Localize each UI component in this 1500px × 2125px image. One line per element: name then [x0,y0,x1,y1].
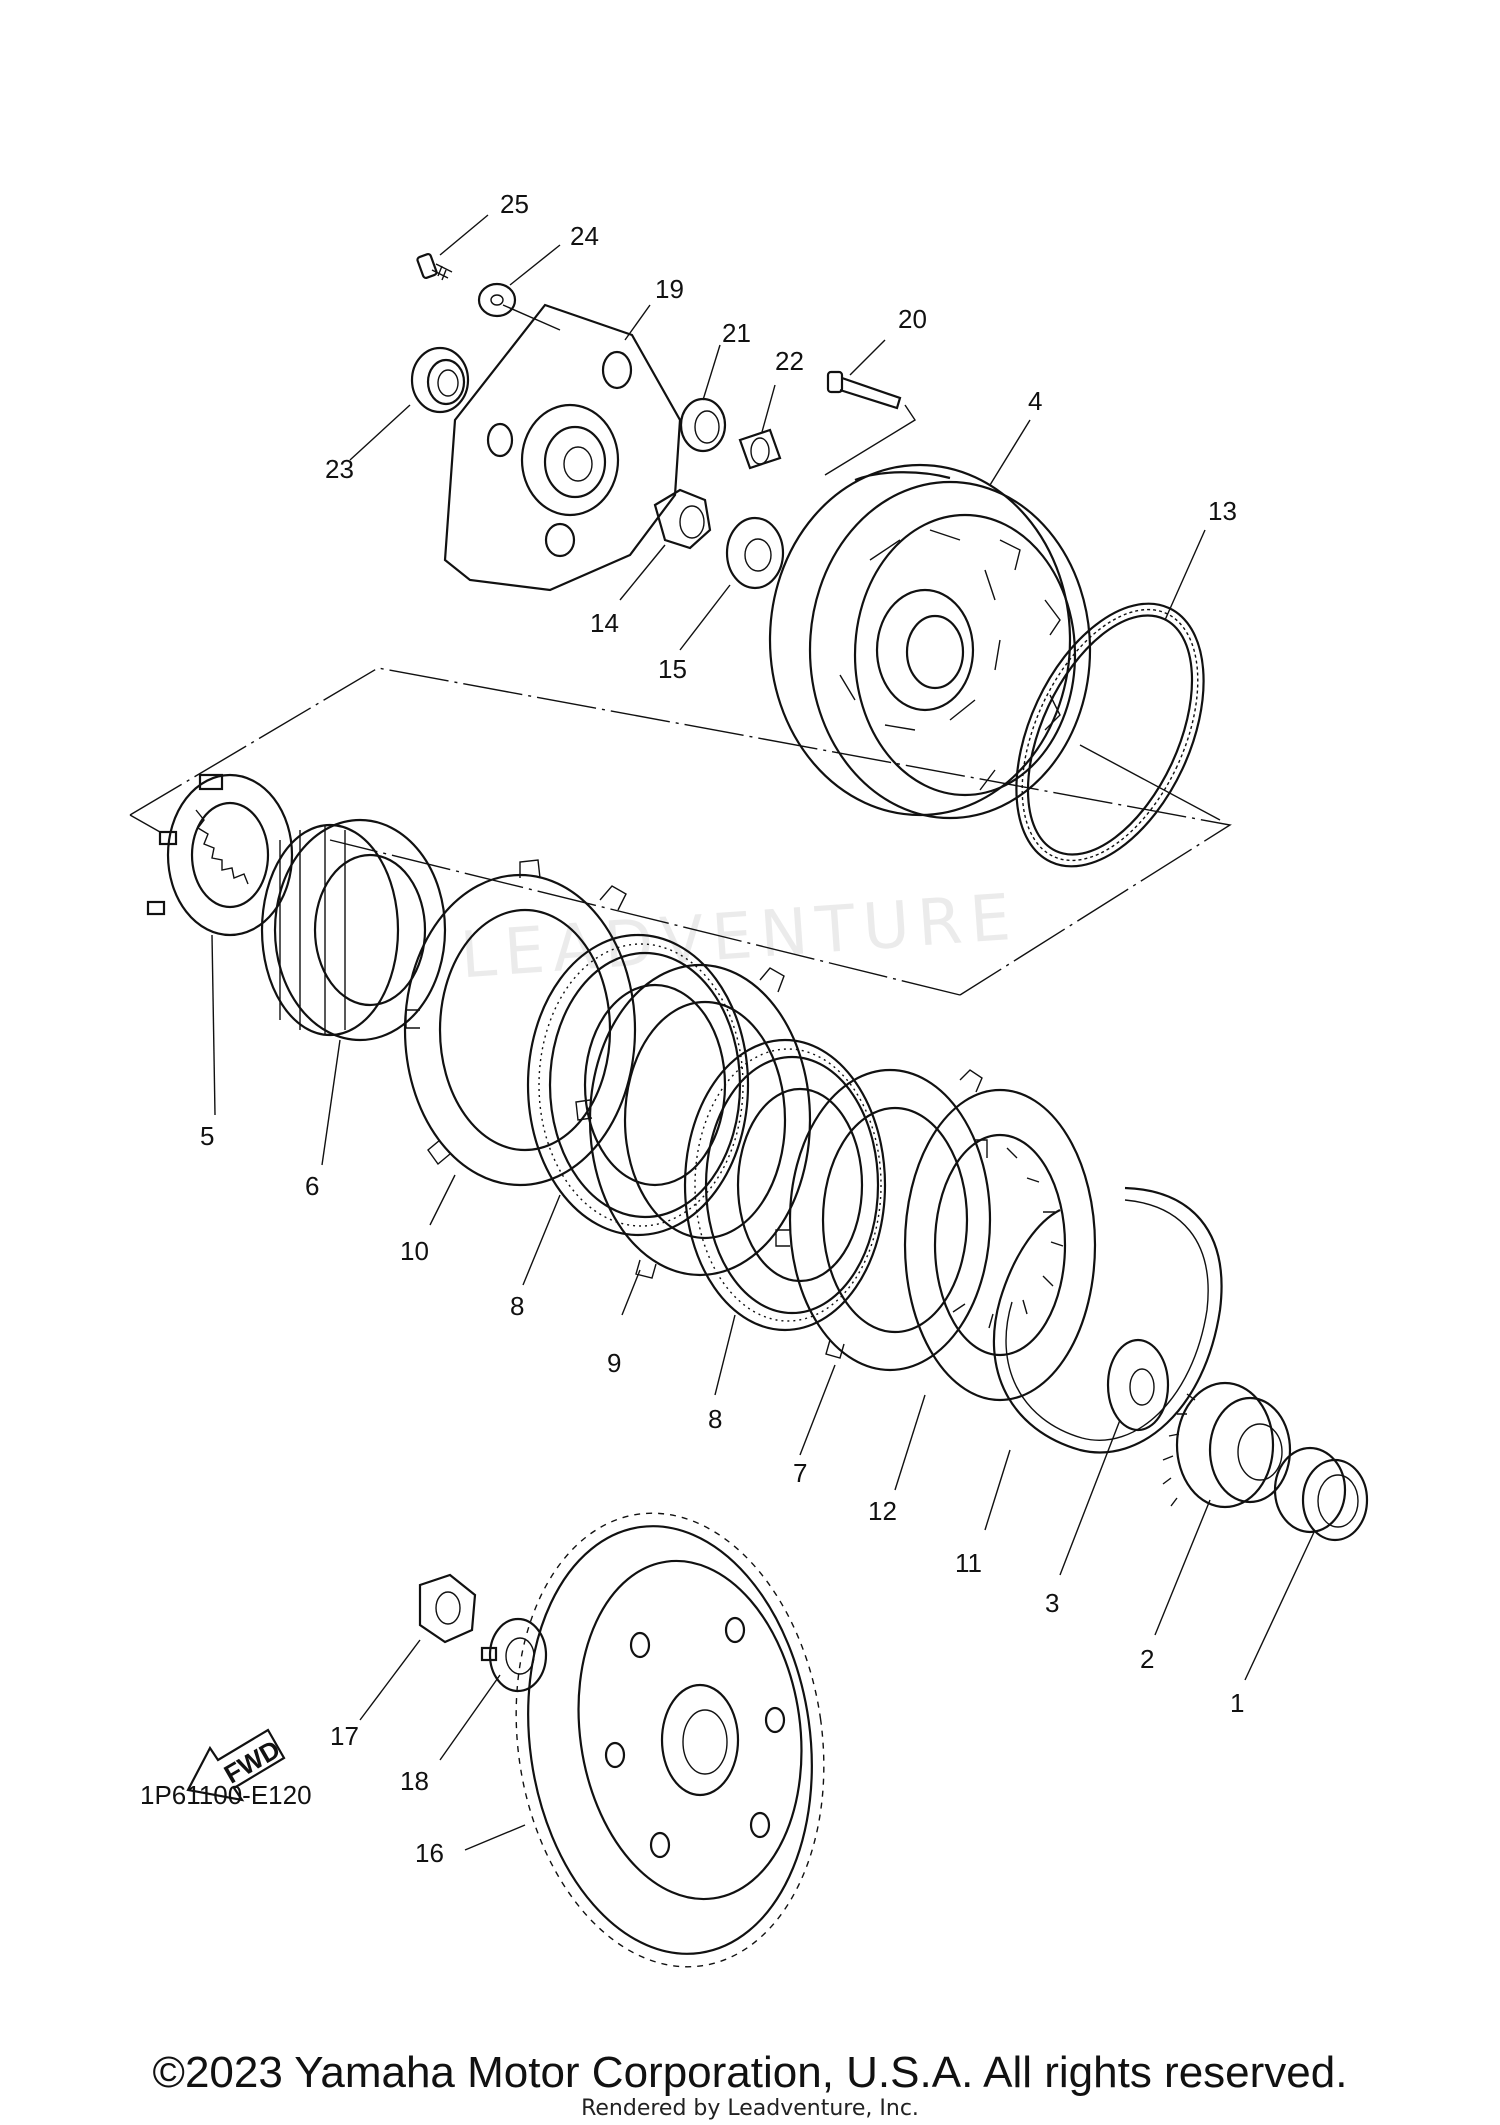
callout-12: 12 [868,1496,897,1526]
part-18-lock-washer[interactable] [480,1617,548,1693]
part-12-pressure-plate[interactable] [903,1088,1097,1402]
part-8-friction-plate-b[interactable] [683,1038,887,1332]
callout-20: 20 [898,304,927,334]
callout-16: 16 [415,1838,444,1868]
callout-9: 9 [607,1348,621,1378]
part-7-clutch-plate[interactable] [775,1068,992,1372]
part-5-one-way-clutch[interactable] [146,773,294,937]
diagram-code: 1P61100-E120 [140,1780,312,1810]
callout-2: 2 [1140,1644,1154,1674]
callout-8-upper: 8 [510,1291,524,1321]
part-6-clutch-carrier[interactable] [260,818,447,1042]
part-14-nut[interactable] [653,488,712,550]
leader-lines [211,214,1316,1851]
callout-19: 19 [655,274,684,304]
part-8-friction-plate-a[interactable] [526,933,750,1237]
callout-3: 3 [1045,1588,1059,1618]
callout-7: 7 [793,1458,807,1488]
callout-25: 25 [500,189,529,219]
part-19-cover-plate[interactable] [443,303,682,592]
assembly-group-outline-lower [329,839,961,996]
callout-6: 6 [305,1171,319,1201]
part-24-washer[interactable] [477,282,561,331]
callout-8-lower: 8 [708,1404,722,1434]
part-2-primary-gear[interactable] [1162,1381,1292,1509]
callout-21: 21 [722,318,751,348]
part-13-spring-ring[interactable] [978,574,1241,895]
callout-14: 14 [590,608,619,638]
part-23-bearing[interactable] [410,346,470,414]
part-1-collar[interactable] [1273,1446,1369,1542]
callout-13: 13 [1208,496,1237,526]
callout-23: 23 [325,454,354,484]
callout-18: 18 [400,1766,429,1796]
callout-15: 15 [658,654,687,684]
callout-5: 5 [200,1121,214,1151]
callout-10: 10 [400,1236,429,1266]
part-11-circlip[interactable] [992,1186,1223,1454]
part-21-bearing[interactable] [679,397,727,453]
part-20-bolt[interactable] [824,370,916,476]
part-25-screw[interactable] [416,253,453,281]
callout-1: 1 [1230,1688,1244,1718]
part-9-clutch-plate[interactable] [575,963,812,1279]
part-15-washer[interactable] [725,516,785,590]
callout-17: 17 [330,1721,359,1751]
part-4-clutch-housing[interactable] [768,463,1092,820]
assembly-group-outline [129,667,1232,996]
copyright-notice: ©2023 Yamaha Motor Corporation, U.S.A. A… [152,2048,1348,2097]
callout-4: 4 [1028,386,1042,416]
callout-24: 24 [570,221,599,251]
rendered-by-notice: Rendered by Leadventure, Inc. [581,2096,919,2121]
callout-22: 22 [775,346,804,376]
part-22-bushing[interactable] [738,428,782,470]
part-16-driven-gear[interactable] [488,1493,853,1987]
part-17-nut[interactable] [418,1573,477,1644]
part-3-washer[interactable] [1106,1338,1170,1432]
callout-11: 11 [955,1548,982,1578]
